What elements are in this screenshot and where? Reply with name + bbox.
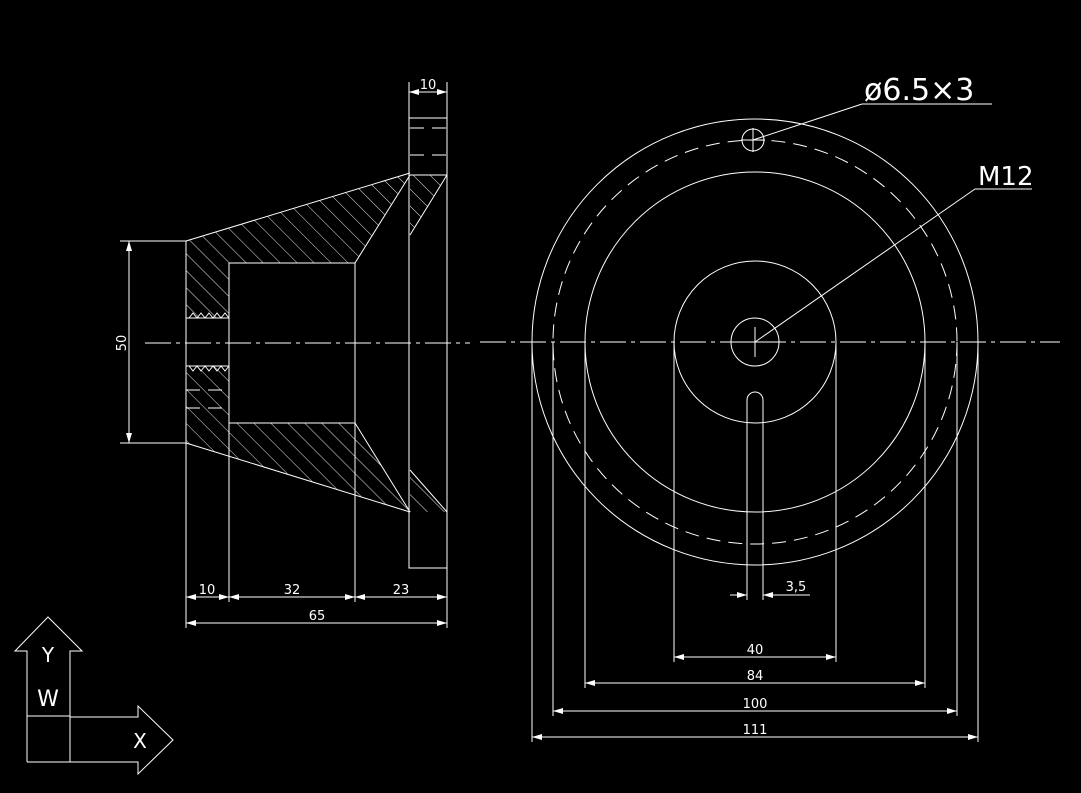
dim-bottom-chain: 10 32 23 65	[185, 423, 448, 628]
dim-inner-circle: 84	[585, 669, 925, 686]
dim-bore-depth-text: 32	[284, 583, 301, 598]
dim-flange-thickness-text: 10	[420, 78, 437, 93]
dim-slot-width: 3,5	[730, 580, 810, 598]
ucs-y-axis-icon	[13, 616, 84, 717]
slot	[746, 391, 764, 600]
front-view: ø6.5×3 M12 3,5 40 84	[480, 73, 1060, 742]
ucs-x-label: X	[133, 729, 147, 753]
ucs-y-label: Y	[41, 643, 55, 667]
dim-bolt-circle: 100	[553, 697, 957, 714]
ucs-w-label: W	[37, 687, 59, 712]
side-section-view: 10 50 10 32 23 65	[115, 78, 470, 628]
thread-symbol	[186, 312, 230, 409]
dim-flange-thickness: 10	[408, 78, 448, 118]
callout-hole: ø6.5×3	[752, 73, 992, 141]
hatch-lower-section	[186, 366, 410, 512]
dim-boss-text: 40	[747, 643, 764, 658]
dim-height-text: 50	[115, 335, 130, 352]
dim-outer-circle-text: 111	[743, 723, 768, 738]
dim-height: 50	[115, 240, 186, 444]
dim-cone-remaining-text: 23	[393, 583, 410, 598]
thread-hole-circle	[730, 317, 780, 367]
dim-slot-width-text: 3,5	[786, 580, 807, 595]
dim-inner-circle-text: 84	[747, 669, 764, 684]
dim-outer-circle: 111	[532, 723, 978, 740]
callout-thread: M12	[754, 162, 1034, 343]
dim-bolt-circle-text: 100	[743, 697, 768, 712]
dim-boss: 40	[674, 643, 836, 660]
hatch-upper-section	[186, 173, 410, 318]
dim-front-offset-text: 10	[199, 583, 216, 598]
ucs-x-axis-icon	[69, 704, 174, 776]
ucs-icon[interactable]: Y W X	[13, 616, 174, 776]
callout-hole-text: ø6.5×3	[864, 73, 974, 108]
dim-total-length-text: 65	[309, 609, 326, 624]
callout-thread-text: M12	[978, 162, 1034, 192]
